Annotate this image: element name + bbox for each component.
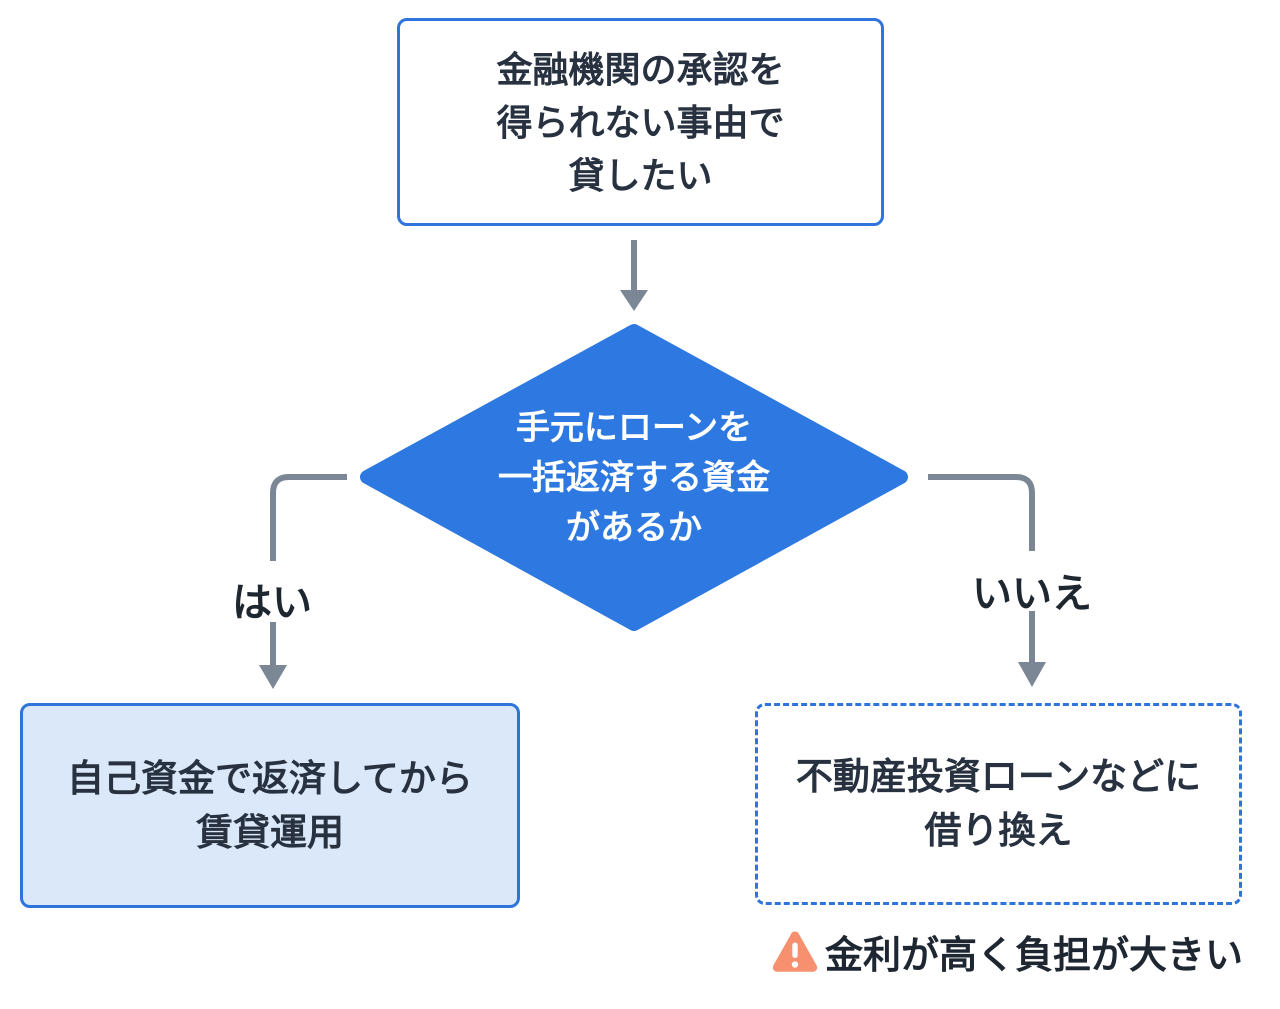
edge-label-yes: はい	[232, 581, 312, 625]
decision-node-text: 手元にローンを 一括返済する資金 があるか	[434, 403, 834, 553]
start-node-text-line: 得られない事由で	[496, 101, 785, 143]
edge-label-no: いいえ	[972, 572, 1092, 616]
start-node: 金融機関の承認を 得られない事由で 貸したい	[397, 18, 884, 226]
decision-text-line: があるか	[566, 509, 702, 547]
connector-yes-elbow	[270, 474, 347, 561]
warning-note: 金利が高く負担が大きい	[770, 924, 1243, 979]
decision-diamond-shape	[360, 324, 908, 631]
yes-outcome-text-line: 賃貸運用	[196, 811, 344, 853]
yes-outcome-node: 自己資金で返済してから 賃貸運用	[20, 703, 520, 908]
decision-text-line: 一括返済する資金	[498, 459, 770, 497]
arrow-start-to-decision-head	[620, 290, 648, 311]
no-outcome-text-line: 借り換え	[924, 810, 1073, 851]
decision-text-line: 手元にローンを	[515, 409, 753, 447]
start-node-text-line: 金融機関の承認を	[496, 48, 785, 90]
yes-outcome-text-line: 自己資金で返済してから	[67, 757, 473, 799]
connector-no-arrow-head	[1018, 662, 1046, 687]
no-outcome-text-line: 不動産投資ローンなどに	[795, 756, 1202, 797]
start-node-text-line: 貸したい	[568, 154, 713, 196]
warning-triangle-icon	[772, 930, 818, 972]
warning-text: 金利が高く負担が大きい	[825, 935, 1244, 977]
connector-no-elbow	[928, 474, 1035, 551]
no-outcome-node: 不動産投資ローンなどに 借り換え	[755, 703, 1242, 905]
connector-yes-arrow-head	[259, 665, 287, 689]
